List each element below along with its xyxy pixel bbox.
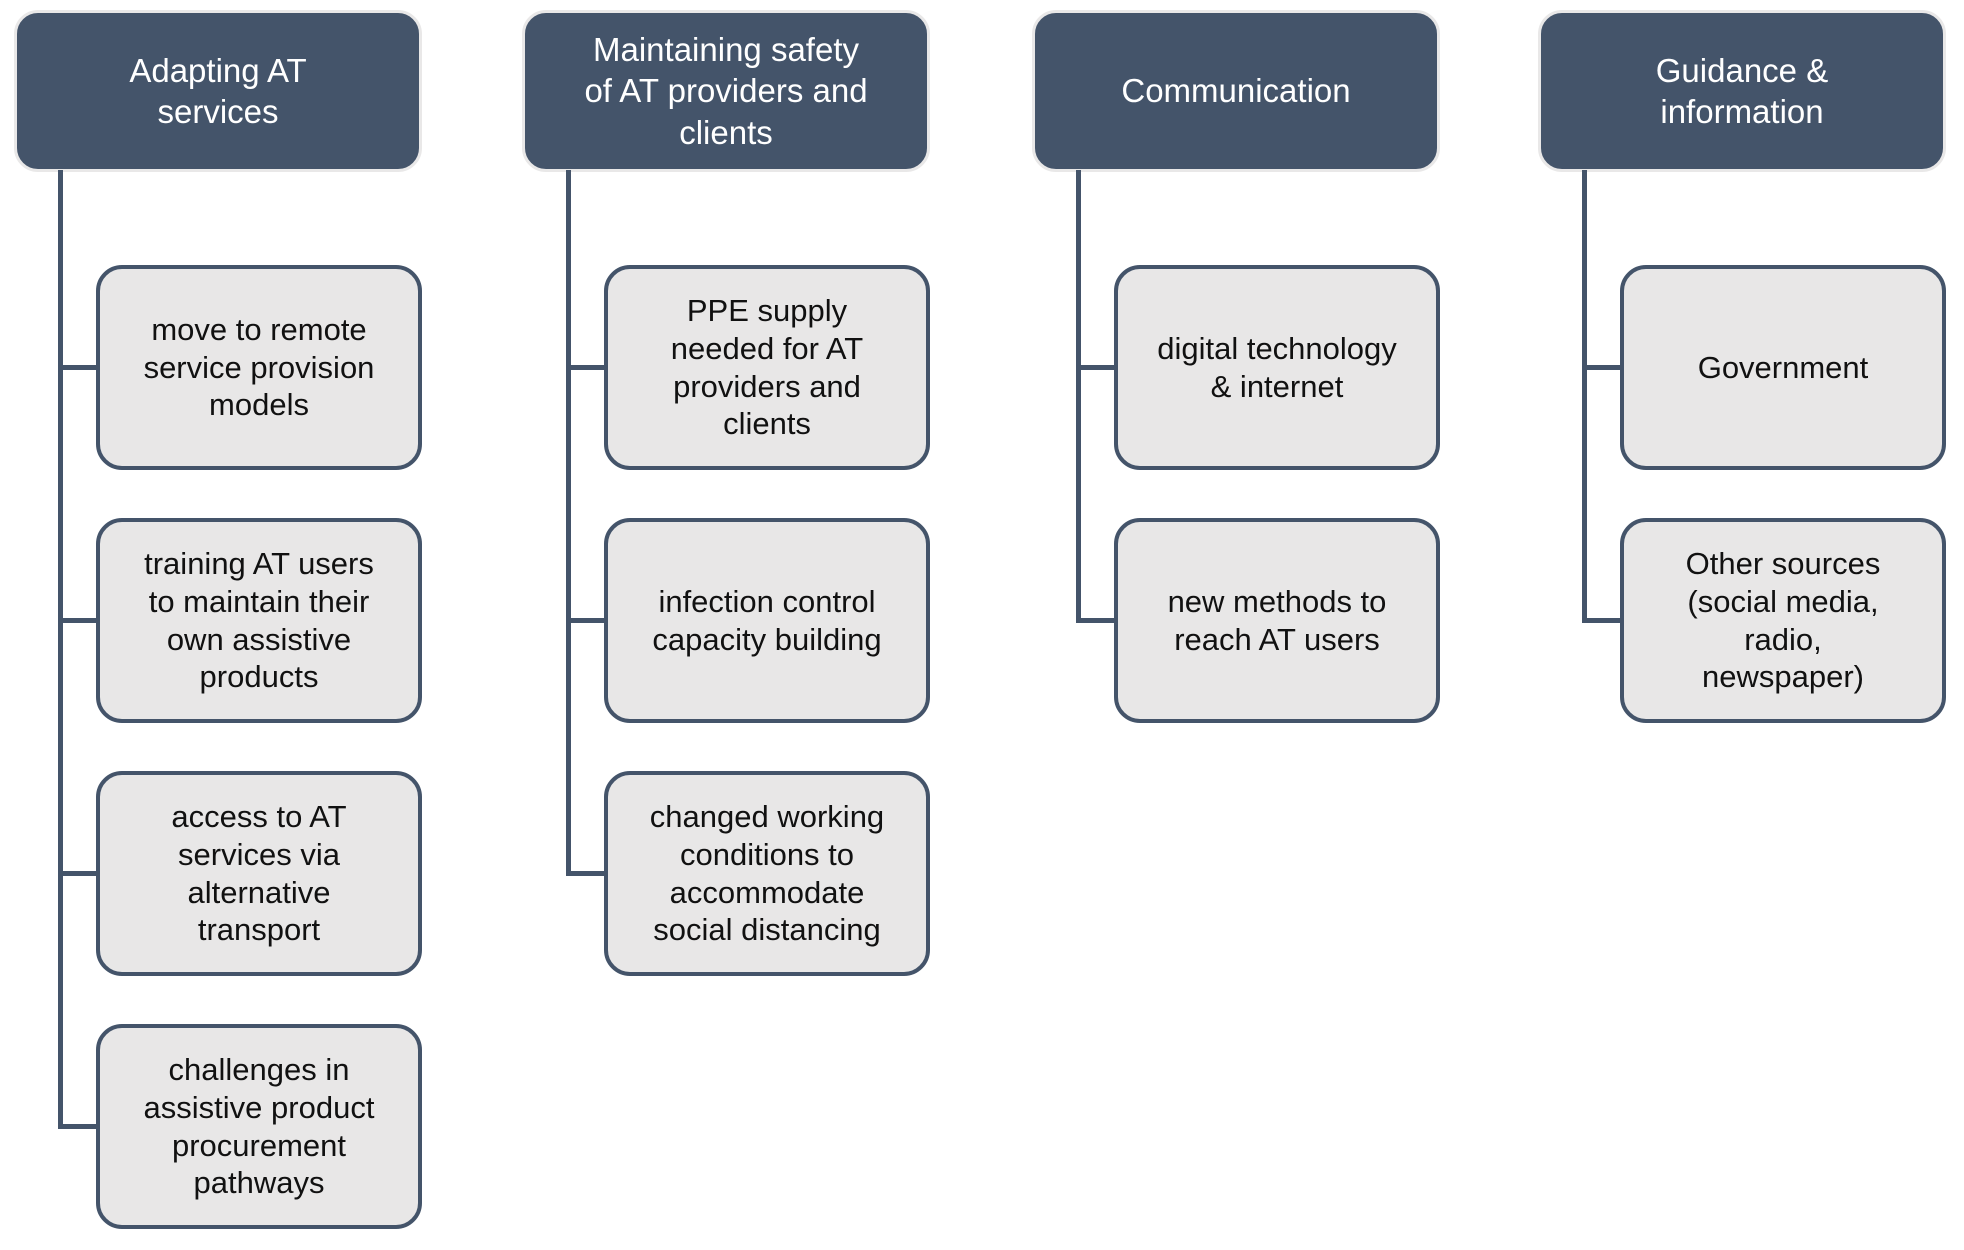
child-label: changed working conditions to accommodat…	[649, 798, 885, 948]
child-box-digital-technology: digital technology & internet	[1114, 265, 1440, 470]
child-label: new methods to reach AT users	[1167, 583, 1387, 657]
header-label: Maintaining safety of AT providers and c…	[584, 31, 868, 151]
child-box-infection-control: infection control capacity building	[604, 518, 930, 723]
header-guidance-information: Guidance & information	[1538, 10, 1946, 172]
connector-stub	[566, 871, 608, 876]
connector-stub	[566, 618, 608, 623]
connector-stub	[1076, 618, 1118, 623]
child-label: Other sources (social media, radio, news…	[1685, 545, 1881, 695]
connector-line	[1582, 170, 1587, 623]
header-label: Communication	[1121, 72, 1351, 110]
connector-stub	[566, 365, 608, 370]
child-label: access to AT services via alternative tr…	[171, 798, 347, 948]
connector-line	[58, 170, 63, 1129]
connector-stub	[1076, 365, 1118, 370]
connector-line	[566, 170, 571, 876]
header-adapting-at-services: Adapting AT services	[14, 10, 422, 172]
child-label: PPE supply needed for AT providers and c…	[670, 292, 864, 442]
column-maintaining-safety: Maintaining safety of AT providers and c…	[522, 10, 930, 1250]
child-label: Government	[1697, 349, 1869, 385]
child-label: challenges in assistive product procurem…	[143, 1051, 375, 1201]
header-label: Guidance & information	[1655, 51, 1829, 130]
child-box-alternative-transport: access to AT services via alternative tr…	[96, 771, 422, 976]
child-box-other-sources: Other sources (social media, radio, news…	[1620, 518, 1946, 723]
connector-line	[1076, 170, 1081, 623]
child-box-working-conditions: changed working conditions to accommodat…	[604, 771, 930, 976]
child-box-training-at-users: training AT users to maintain their own …	[96, 518, 422, 723]
connector-stub	[58, 1124, 100, 1129]
child-label: digital technology & internet	[1157, 330, 1397, 404]
child-label: infection control capacity building	[652, 583, 882, 657]
child-box-procurement-pathways: challenges in assistive product procurem…	[96, 1024, 422, 1229]
child-label: training AT users to maintain their own …	[144, 545, 374, 695]
connector-stub	[58, 618, 100, 623]
child-box-new-methods: new methods to reach AT users	[1114, 518, 1440, 723]
child-label: move to remote service provision models	[143, 311, 375, 423]
column-adapting-at-services: Adapting AT services move to remote serv…	[14, 10, 422, 1250]
connector-stub	[58, 871, 100, 876]
child-box-government: Government	[1620, 265, 1946, 470]
column-communication: Communication digital technology & inter…	[1032, 10, 1440, 1250]
header-label: Adapting AT services	[129, 51, 307, 130]
header-maintaining-safety: Maintaining safety of AT providers and c…	[522, 10, 930, 172]
column-guidance-information: Guidance & information Government Other …	[1538, 10, 1946, 1250]
connector-stub	[1582, 618, 1624, 623]
connector-stub	[58, 365, 100, 370]
header-communication: Communication	[1032, 10, 1440, 172]
child-box-remote-service: move to remote service provision models	[96, 265, 422, 470]
child-box-ppe-supply: PPE supply needed for AT providers and c…	[604, 265, 930, 470]
connector-stub	[1582, 365, 1624, 370]
